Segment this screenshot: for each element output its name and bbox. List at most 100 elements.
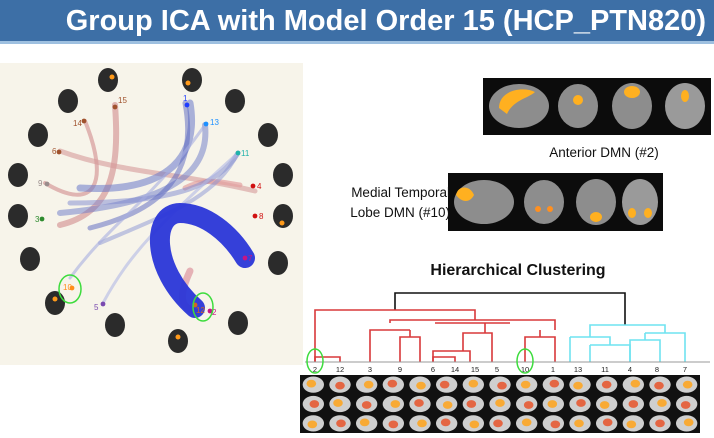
branch <box>432 356 456 362</box>
node-dot <box>81 118 87 124</box>
activation-region <box>573 95 583 105</box>
thumbnail-activation <box>574 419 584 428</box>
page-title: Group ICA with Model Order 15 (HCP_PTN82… <box>65 5 706 37</box>
thumbnail-activation <box>388 420 399 429</box>
thumbnail-activation <box>442 401 453 409</box>
thumbnail-activation <box>307 420 318 429</box>
leaf-label: 7 <box>683 365 687 374</box>
thumbnail-activation <box>440 418 451 427</box>
brain-slice-axial <box>612 83 652 129</box>
thumbnail-activation <box>361 401 372 409</box>
thumbnail-activation <box>682 380 693 389</box>
leaf-label: 4 <box>628 365 632 374</box>
leaf-label: 8 <box>655 365 659 374</box>
mtl-dmn-brain-strip <box>448 173 663 231</box>
thumbnail-activation <box>417 419 427 428</box>
node-label: 5 <box>94 303 99 312</box>
leaf-label: 13 <box>574 365 582 374</box>
thumbnail-activation <box>390 400 401 408</box>
connectogram-svg: 15 14 6 9 3 10 5 12 2 7 8 4 11 <box>8 68 293 353</box>
thumbnail-activation <box>655 419 665 428</box>
highlight-ring-leaf-2 <box>306 348 324 374</box>
connection-bundles <box>43 99 258 318</box>
node-label: 7 <box>248 254 253 263</box>
mtl-dmn-caption: Medial Temporal Lobe DMN (#10) <box>300 183 450 223</box>
brain-thumbnail <box>20 247 40 271</box>
thumbnail-activation <box>416 381 426 390</box>
node-dot <box>242 255 248 261</box>
brain-thumbnail <box>105 313 125 337</box>
node-dot <box>69 285 75 291</box>
thumbnail-activation <box>680 401 691 409</box>
thumbnail-activation <box>573 381 583 390</box>
node-dot <box>112 104 118 110</box>
connection-blue <box>87 100 191 231</box>
activation-region <box>681 90 689 102</box>
activation-blob <box>52 296 58 302</box>
node-dot <box>39 216 45 222</box>
dendrogram: 2 12 3 9 6 14 15 5 10 1 13 11 4 8 7 <box>305 292 710 374</box>
dendrogram-branches <box>314 292 686 362</box>
node-dot <box>252 213 258 219</box>
brain-thumbnail <box>273 204 293 228</box>
thumbnail-activation <box>550 420 561 429</box>
brain-slice-sagittal <box>489 84 549 128</box>
anterior-dmn-images <box>489 83 705 129</box>
brain-thumbnail <box>228 311 248 335</box>
node-label: 10 <box>63 283 72 292</box>
brain-thumbnail <box>58 89 78 113</box>
thumbnail-activation <box>387 379 398 388</box>
thumbnail-activation <box>469 420 480 429</box>
highlight-ring-node-10 <box>58 274 82 304</box>
brain-glyphs <box>8 68 293 353</box>
brain-slice-coronal <box>558 84 598 128</box>
thumbnail-activation <box>523 401 534 409</box>
brain-thumbnail <box>268 251 288 275</box>
thumbnail-activation <box>601 380 612 389</box>
branch <box>462 323 493 362</box>
thumbnail-activation <box>654 381 664 390</box>
dendrogram-leaf-labels: 2 12 3 9 6 14 15 5 10 1 13 11 4 8 7 <box>313 365 687 374</box>
brain-slice-sagittal <box>454 180 514 224</box>
thumbnail-activation <box>414 399 424 407</box>
brain-slice-axial <box>665 83 705 129</box>
highlight-ring-node-2 <box>192 292 214 322</box>
thumbnail-activation <box>576 399 586 407</box>
thumbnail-activation <box>439 380 450 389</box>
thumbnail-activation <box>520 380 531 389</box>
leaf-label: 14 <box>451 365 459 374</box>
leaf-label: 5 <box>495 365 499 374</box>
node-markers: 15 14 6 9 3 10 5 12 2 7 8 4 11 <box>35 94 264 317</box>
thumbnail-activation <box>359 418 370 427</box>
thumbnail-activation <box>309 400 320 408</box>
node-label: 13 <box>210 118 219 127</box>
brain-thumbnail <box>45 291 65 315</box>
component-thumbnails <box>302 376 698 432</box>
thumbnail-activation <box>602 418 613 427</box>
activation-region <box>590 212 602 222</box>
dendrogram-title: Hierarchical Clustering <box>430 262 606 279</box>
node-label: 4 <box>257 182 262 191</box>
thumbnail-activation <box>495 399 505 407</box>
thumbnail-activation <box>466 400 477 408</box>
node-label: 1 <box>183 94 188 103</box>
thumbnail-activation <box>683 418 694 427</box>
node-dot <box>235 150 241 156</box>
node-label: 14 <box>73 119 82 128</box>
activation-region <box>547 206 553 212</box>
branch <box>589 344 631 362</box>
thumbnail-activation <box>363 380 374 389</box>
node-label: 8 <box>259 212 264 221</box>
branch <box>524 330 556 362</box>
brain-slice-coronal <box>524 180 564 224</box>
anterior-dmn-caption: Anterior DMN (#2) <box>549 145 659 160</box>
leaf-label: 15 <box>471 365 479 374</box>
anterior-dmn-brain-strip <box>483 78 711 135</box>
activation-region <box>628 208 636 218</box>
thumbnail-activation <box>628 400 639 408</box>
branch <box>369 329 410 362</box>
brain-thumbnail <box>273 163 293 187</box>
leaf-label: 10 <box>521 365 529 374</box>
branch <box>314 356 341 362</box>
branch <box>589 324 666 337</box>
